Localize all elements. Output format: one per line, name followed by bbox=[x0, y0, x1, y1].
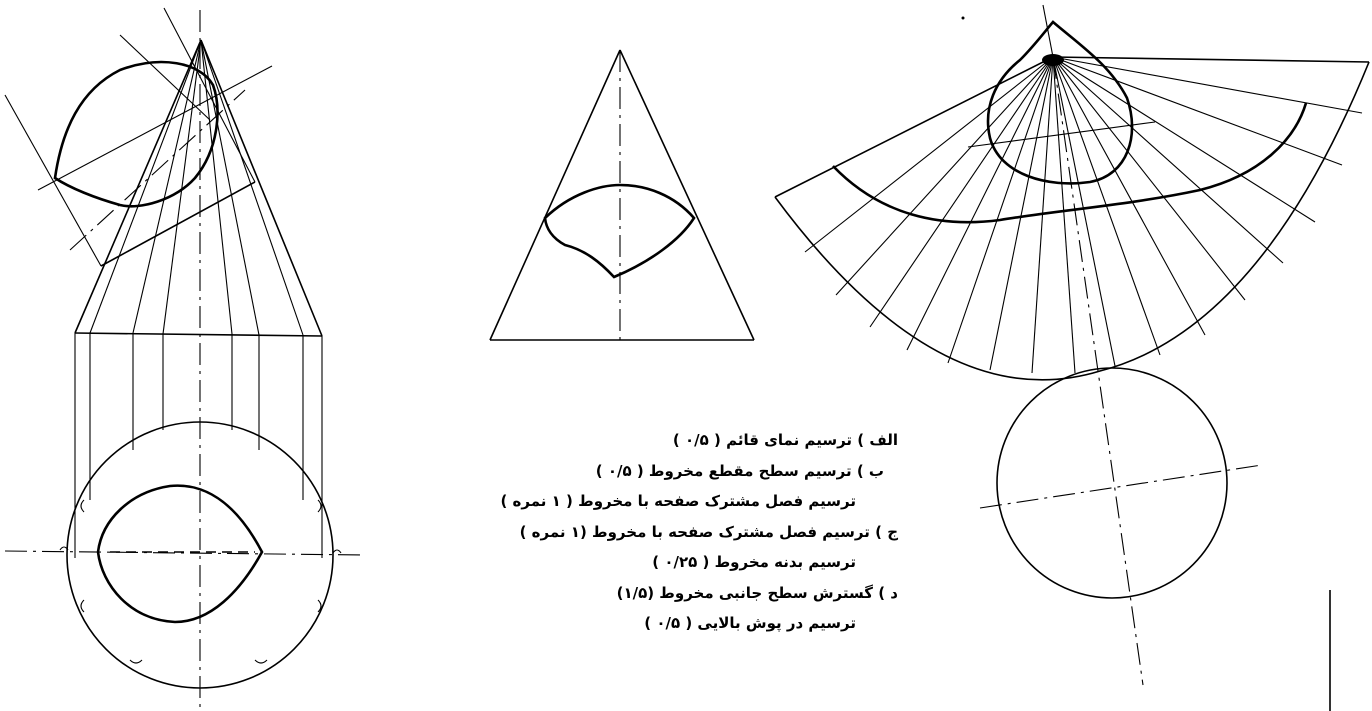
note-line-be: ب ) ترسیم سطح مقطع مخروط ( ۰/۵ ) bbox=[595, 461, 884, 480]
development-axis bbox=[1052, 56, 1144, 686]
notes-block: الف ) ترسیم نمای قائم ( ۰/۵ ) ب ) ترسیم … bbox=[378, 425, 898, 639]
note-line-dal-sub: ترسیم در پوش بالایی ( ۰/۵ ) bbox=[644, 614, 856, 632]
cone-right-generator bbox=[200, 39, 323, 337]
note-line-jim: ج ) ترسیم فصل مشترک صفحه با مخروط (۱ نمر… bbox=[519, 522, 898, 541]
middle-cone-right-generator bbox=[619, 49, 755, 341]
development-right-edge bbox=[1052, 56, 1370, 63]
section-true-shape bbox=[53, 60, 219, 208]
vertical-projectors bbox=[74, 333, 323, 558]
development-generators bbox=[804, 56, 1363, 374]
middle-view bbox=[489, 49, 755, 345]
note-line-be-sub: ترسیم فصل مشترک صفحه با مخروط ( ۱ نمره ) bbox=[500, 492, 856, 510]
top-view-intersection-curve bbox=[96, 484, 264, 624]
middle-cone-left-generator bbox=[489, 49, 621, 341]
horizontal-axis-left bbox=[4, 550, 366, 556]
development-left-edge bbox=[774, 56, 1054, 198]
cutting-plane-line bbox=[100, 181, 256, 267]
left-view bbox=[4, 7, 366, 708]
top-view-base-circle bbox=[66, 421, 334, 689]
cone-base-line bbox=[74, 332, 323, 337]
note-line-alef: الف ) ترسیم نمای قائم ( ۰/۵ ) bbox=[672, 431, 898, 449]
right-view bbox=[774, 4, 1370, 711]
base-cap-horizontal-axis bbox=[979, 464, 1263, 509]
note-line-dal: د ) گسترش سطح جانبی مخروط (۱/۵) bbox=[616, 583, 898, 602]
base-cap-circle bbox=[996, 367, 1228, 599]
note-line-jim-sub: ترسیم بدنه مخروط ( ۰/۲۵ ) bbox=[652, 553, 856, 571]
top-cap-teardrop bbox=[986, 20, 1134, 185]
cone-left-generator bbox=[74, 39, 202, 334]
auxiliary-projectors bbox=[4, 7, 273, 267]
development-intersection-curve bbox=[832, 102, 1308, 224]
generator-lines bbox=[89, 39, 304, 336]
middle-section-curve bbox=[543, 183, 696, 279]
apex-dot bbox=[1042, 54, 1064, 66]
division-marks bbox=[59, 499, 342, 664]
